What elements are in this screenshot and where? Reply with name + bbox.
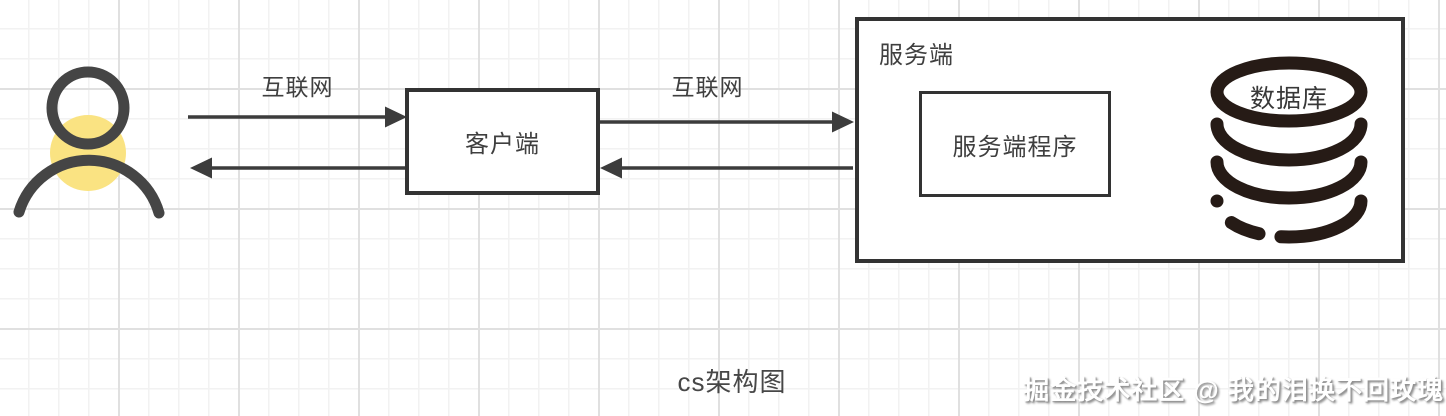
database-cylinder-icon <box>1210 56 1368 244</box>
person-icon <box>13 66 165 219</box>
server-label: 服务端 <box>879 42 954 69</box>
database-layer-3-dashed <box>1210 194 1368 244</box>
database-label: 数据库 <box>1249 85 1328 113</box>
database-layer-2 <box>1210 155 1368 205</box>
database-top-ring <box>1210 56 1368 128</box>
person-shoulders <box>13 154 165 219</box>
server-program-label: 服务端程序 <box>952 133 1078 161</box>
server-node: 服务端 服务端程序 数据库 <box>855 17 1405 263</box>
internet-label-left: 互联网 <box>261 74 334 100</box>
internet-label-right: 互联网 <box>671 74 744 100</box>
client-label: 客户端 <box>465 131 540 158</box>
diagram-caption: cs架构图 <box>677 367 787 397</box>
arrow-client-to-user <box>190 157 405 179</box>
arrow-client-to-server <box>600 111 854 133</box>
database-layer-1 <box>1210 117 1368 167</box>
arrow-server-to-client <box>600 157 853 179</box>
server-program-node: 服务端程序 <box>919 91 1111 197</box>
watermark-text: 掘金技术社区 @ 我的泪换不回玫瑰 <box>1023 375 1444 405</box>
arrow-user-to-client <box>188 106 407 128</box>
client-node: 客户端 <box>405 88 600 195</box>
person-head <box>46 66 130 150</box>
database-node: 数据库 <box>1204 56 1374 259</box>
